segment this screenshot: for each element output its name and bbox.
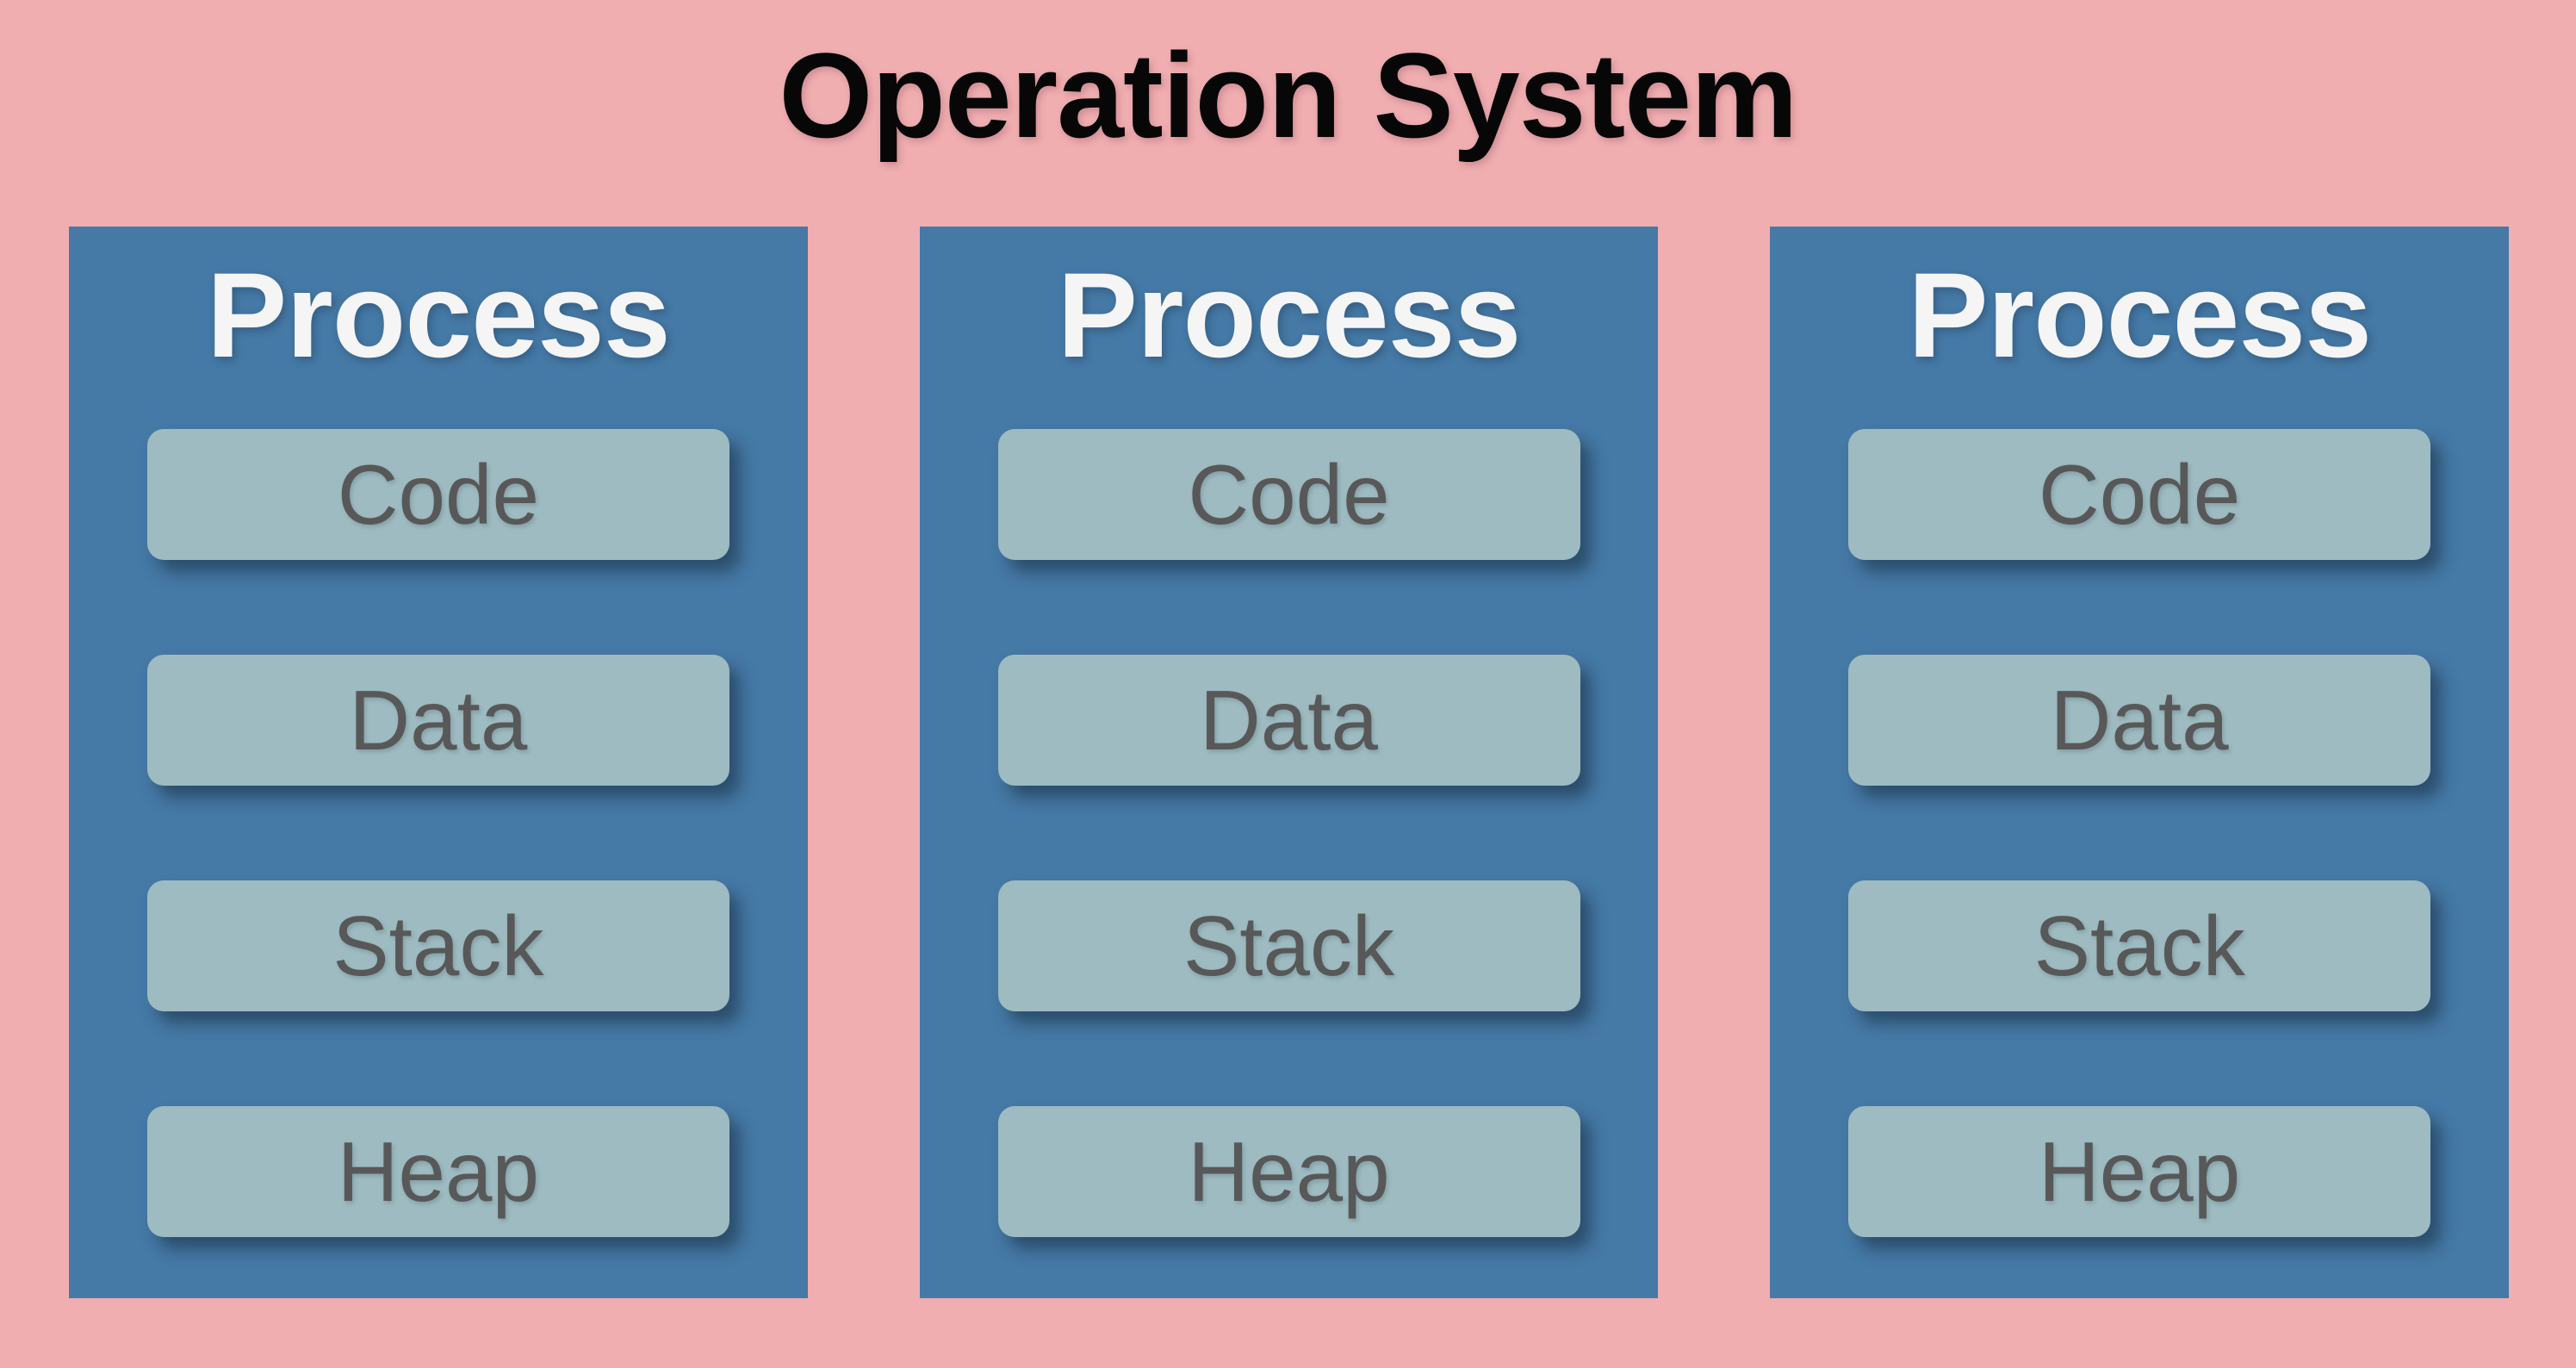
memory-section-data: Data [1848,655,2431,786]
memory-section-data: Data [146,655,729,786]
memory-section-label: Heap [2039,1123,2241,1219]
memory-section-label: Data [349,672,528,768]
process-row: Process Code Data Stack Heap Process [69,227,2510,1298]
memory-section-label: Data [1199,672,1378,768]
process-title: Process [1908,247,2372,382]
memory-sections: Code Data Stack Heap [997,429,1580,1237]
memory-section-stack: Stack [997,880,1580,1011]
memory-section-label: Heap [1188,1123,1390,1219]
diagram-title: Operation System [779,28,1797,163]
memory-section-label: Stack [1182,898,1395,993]
memory-section-label: Heap [337,1123,539,1219]
memory-section-stack: Stack [146,880,729,1011]
memory-section-code: Code [997,429,1580,560]
process-title: Process [206,247,671,382]
process-box-3: Process Code Data Stack Heap [1770,227,2510,1298]
memory-sections: Code Data Stack Heap [146,429,729,1237]
process-box-2: Process Code Data Stack Heap [919,227,1659,1298]
memory-section-label: Stack [332,898,544,993]
memory-sections: Code Data Stack Heap [1848,429,2431,1237]
memory-section-label: Code [1188,446,1390,542]
process-box-1: Process Code Data Stack Heap [69,227,808,1298]
memory-section-label: Stack [2033,898,2245,993]
memory-section-label: Code [2039,446,2241,542]
memory-section-label: Data [2050,672,2229,768]
memory-section-code: Code [1848,429,2431,560]
memory-section-code: Code [146,429,729,560]
memory-section-label: Code [337,446,539,542]
memory-section-stack: Stack [1848,880,2431,1011]
memory-section-data: Data [997,655,1580,786]
memory-section-heap: Heap [1848,1106,2431,1237]
memory-section-heap: Heap [997,1106,1580,1237]
memory-section-heap: Heap [146,1106,729,1237]
process-title: Process [1057,247,1522,382]
